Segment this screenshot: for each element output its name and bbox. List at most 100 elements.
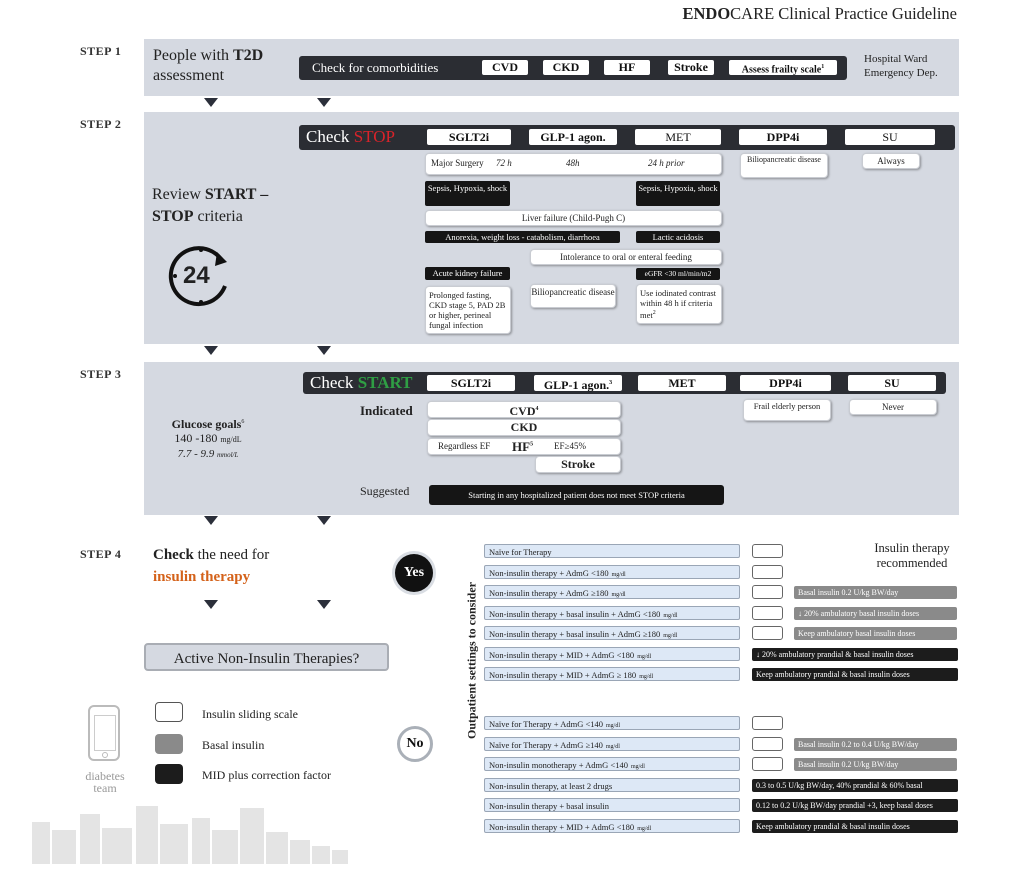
arrow-down-icon xyxy=(317,600,331,609)
arrow-down-icon xyxy=(204,516,218,525)
legend-basal-swatch xyxy=(155,734,183,754)
outpatient-setting-row: Non-insulin therapy + basal insulin + Ad… xyxy=(484,626,740,640)
cvd-indicated-box: CVD4 xyxy=(427,401,621,418)
row-text: Naïve for Therapy + AdmG <140 xyxy=(489,719,604,729)
row-text: Non-insulin therapy + AdmG ≥180 xyxy=(489,588,609,598)
insulin-recommendation: ↓ 20% ambulatory basal insulin doses xyxy=(794,606,957,620)
row-unit: mg/dl xyxy=(637,825,652,832)
active-therapies-question: Active Non-Insulin Therapies? xyxy=(144,643,389,671)
row-text: Non-insulin monotherapy + AdmG <140 xyxy=(489,760,628,770)
row-unit: mg/dl xyxy=(630,764,645,770)
row-unit: mg/dl xyxy=(637,653,652,660)
su-stop-box: Always xyxy=(862,153,920,169)
egfr-box: eGFR <30 ml/min/m2 xyxy=(636,268,720,280)
review-criteria: Review START – STOP criteria xyxy=(152,186,269,225)
major-surgery-box: Major Surgery 72 h 48h 24 h prior xyxy=(425,153,722,175)
stroke-indicated-box: Stroke xyxy=(535,456,621,473)
insulin-recommendation: 0.3 to 0.5 U/kg BW/day, 40% prandial & 6… xyxy=(752,778,958,792)
insulin-recommendation: ↓ 20% ambulatory prandial & basal insuli… xyxy=(752,647,958,661)
glucose-goals: Glucose goals6 140 -180 mg/dL 7.7 - 9.9 … xyxy=(171,417,245,460)
liver-failure-box: Liver failure (Child-Pugh C) xyxy=(425,210,722,226)
check-start-bar: Check START SGLT2i GLP-1 agon.3 MET DPP4… xyxy=(303,372,946,394)
stop-drug-su: SU xyxy=(845,129,935,145)
row-text: Non-insulin therapy + basal insulin + Ad… xyxy=(489,629,661,639)
insulin-recommendation: Keep ambulatory prandial & basal insulin… xyxy=(752,668,958,681)
row-unit: mg/dl xyxy=(663,633,678,639)
row-unit: mg/dl xyxy=(663,612,678,619)
legend-mid-label: MID plus correction factor xyxy=(202,768,331,782)
outpatient-vertical-label: Outpatient settings to consider xyxy=(464,582,479,739)
arrow-down-icon xyxy=(204,346,218,355)
outpatient-setting-row: Non-insulin therapy, at least 2 drugs xyxy=(484,777,740,792)
arrow-down-icon xyxy=(204,600,218,609)
stop-drug-sglt2i: SGLT2i xyxy=(427,129,511,145)
title-rest: Clinical Practice Guideline xyxy=(774,4,957,23)
comorbidity-hf: HF xyxy=(604,60,650,75)
arrow-down-icon xyxy=(317,346,331,355)
indicated-label: Indicated xyxy=(360,403,413,418)
step4-label: STEP 4 xyxy=(80,547,122,561)
row-text: Non-insulin therapy + basal insulin + Ad… xyxy=(489,608,661,619)
row-text: Non-insulin therapy + basal insulin xyxy=(489,801,610,811)
step2-label: STEP 2 xyxy=(80,117,122,131)
start-drug-su: SU xyxy=(848,375,936,391)
row-text: Non-insulin therapy + MID + AdmG ≥ 180 xyxy=(489,670,637,680)
sliding-scale-box xyxy=(752,605,783,620)
arrow-down-icon xyxy=(317,516,331,525)
comorbidity-cvd: CVD xyxy=(482,60,528,75)
step1-title: People with T2D assessment xyxy=(153,47,264,84)
step3-label: STEP 3 xyxy=(80,367,122,381)
stop-drug-dpp4i: DPP4i xyxy=(739,129,827,145)
row-text: Naïve for Therapy + AdmG ≥140 xyxy=(489,739,603,750)
row-text: Non-insulin therapy + MID + AdmG <180 xyxy=(489,649,635,660)
sliding-scale-box xyxy=(752,544,783,558)
step1-label: STEP 1 xyxy=(80,44,122,58)
suggested-box: Starting in any hospitalized patient doe… xyxy=(429,485,724,505)
aki-box: Acute kidney failure xyxy=(425,267,510,280)
sepsis-met-box: Sepsis, Hypoxia, shock xyxy=(636,181,720,206)
yes-badge: Yes xyxy=(395,554,433,592)
iodinated-contrast-box: Use iodinated contrast within 48 h if cr… xyxy=(636,284,722,324)
check-comorbidities-label: Check for comorbidities xyxy=(312,60,439,75)
row-text: Naïve for Therapy xyxy=(489,547,552,557)
insulin-recommendation: Keep ambulatory basal insulin doses xyxy=(794,627,957,640)
comorbidity-ckd: CKD xyxy=(543,60,589,75)
insulin-header: Insulin therapy recommended xyxy=(874,541,950,570)
row-unit: mg/dl xyxy=(605,743,620,750)
sliding-scale-box xyxy=(752,626,783,640)
legend-mid-swatch xyxy=(155,764,183,784)
arrow-down-icon xyxy=(317,98,331,107)
row-text: Non-insulin therapy + MID + AdmG <180 xyxy=(489,821,635,832)
sepsis-sglt2-box: Sepsis, Hypoxia, shock xyxy=(425,181,510,206)
check-stop-bar: Check STOP SGLT2i GLP-1 agon. MET DPP4i … xyxy=(299,125,955,150)
check-stop-title: Check STOP xyxy=(306,127,395,146)
setting-text: Hospital Ward Emergency Dep. xyxy=(864,53,938,79)
row-unit: mg/dl xyxy=(611,592,626,598)
insulin-recommendation: Basal insulin 0.2 to 0.4 U/kg BW/day xyxy=(794,737,957,751)
check-start-title: Check START xyxy=(310,373,413,392)
comorbidity-stroke: Stroke xyxy=(668,60,714,75)
start-drug-sglt2i: SGLT2i xyxy=(427,375,515,391)
stop-drug-met: MET xyxy=(635,129,721,145)
sliding-scale-box xyxy=(752,585,783,599)
insulin-recommendation: 0.12 to 0.2 U/kg BW/day prandial +3, kee… xyxy=(752,799,958,812)
arrow-down-icon xyxy=(204,98,218,107)
stop-drug-glp1: GLP-1 agon. xyxy=(529,129,617,145)
step4-title: Check the need for insulin therapy xyxy=(153,547,270,585)
outpatient-setting-row: Naïve for Therapy xyxy=(484,544,740,558)
brand-bold: ENDO xyxy=(682,4,731,23)
sliding-scale-box xyxy=(752,757,783,771)
sliding-scale-box xyxy=(752,716,783,730)
clock-24-icon: 24 xyxy=(165,240,237,312)
insulin-recommendation: Basal insulin 0.2 U/kg BW/day xyxy=(794,758,957,771)
brand-normal: CARE xyxy=(730,4,775,23)
ckd-indicated-box: CKD xyxy=(427,419,621,436)
insulin-recommendation: Keep ambulatory prandial & basal insulin… xyxy=(752,819,958,833)
sliding-scale-box xyxy=(752,736,783,751)
